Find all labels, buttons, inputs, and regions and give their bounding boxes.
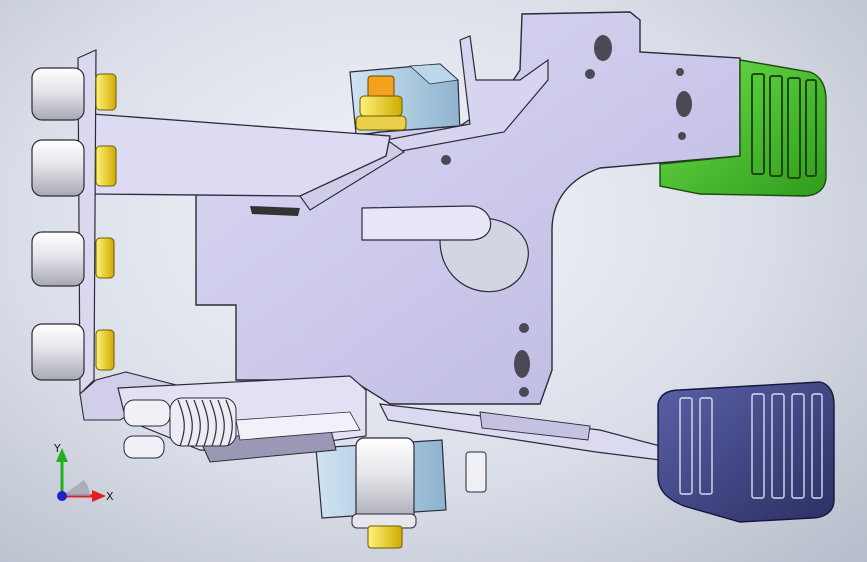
- main-bracket-plate[interactable]: [195, 11, 741, 405]
- z-axis-origin: [57, 480, 90, 501]
- connector-4[interactable]: [31, 323, 85, 381]
- bolt-left-4[interactable]: [95, 329, 115, 371]
- green-pedal-pad[interactable]: [659, 59, 827, 197]
- coordinate-triad: Y X: [53, 442, 114, 503]
- stop-pin: [465, 451, 487, 493]
- bolt-left-3[interactable]: [95, 237, 115, 279]
- connector-1[interactable]: [31, 67, 85, 121]
- return-spring: [169, 397, 237, 447]
- bolt-left-2[interactable]: [95, 145, 117, 187]
- x-axis-label: X: [106, 490, 114, 503]
- clevis-pin[interactable]: [123, 399, 171, 459]
- lower-switch-body[interactable]: [351, 437, 417, 549]
- upper-mounting-rail[interactable]: [91, 113, 391, 216]
- navy-pedal-pad[interactable]: [657, 381, 835, 523]
- left-mounting-plate[interactable]: [77, 49, 182, 421]
- y-axis-label: Y: [53, 442, 61, 455]
- bolt-left-1[interactable]: [95, 73, 117, 111]
- connector-2[interactable]: [31, 139, 85, 197]
- upper-switch-bolt[interactable]: [355, 75, 407, 131]
- connector-3[interactable]: [31, 231, 85, 287]
- upper-pedal-arm[interactable]: [384, 35, 549, 153]
- y-axis-arrow: [56, 448, 68, 496]
